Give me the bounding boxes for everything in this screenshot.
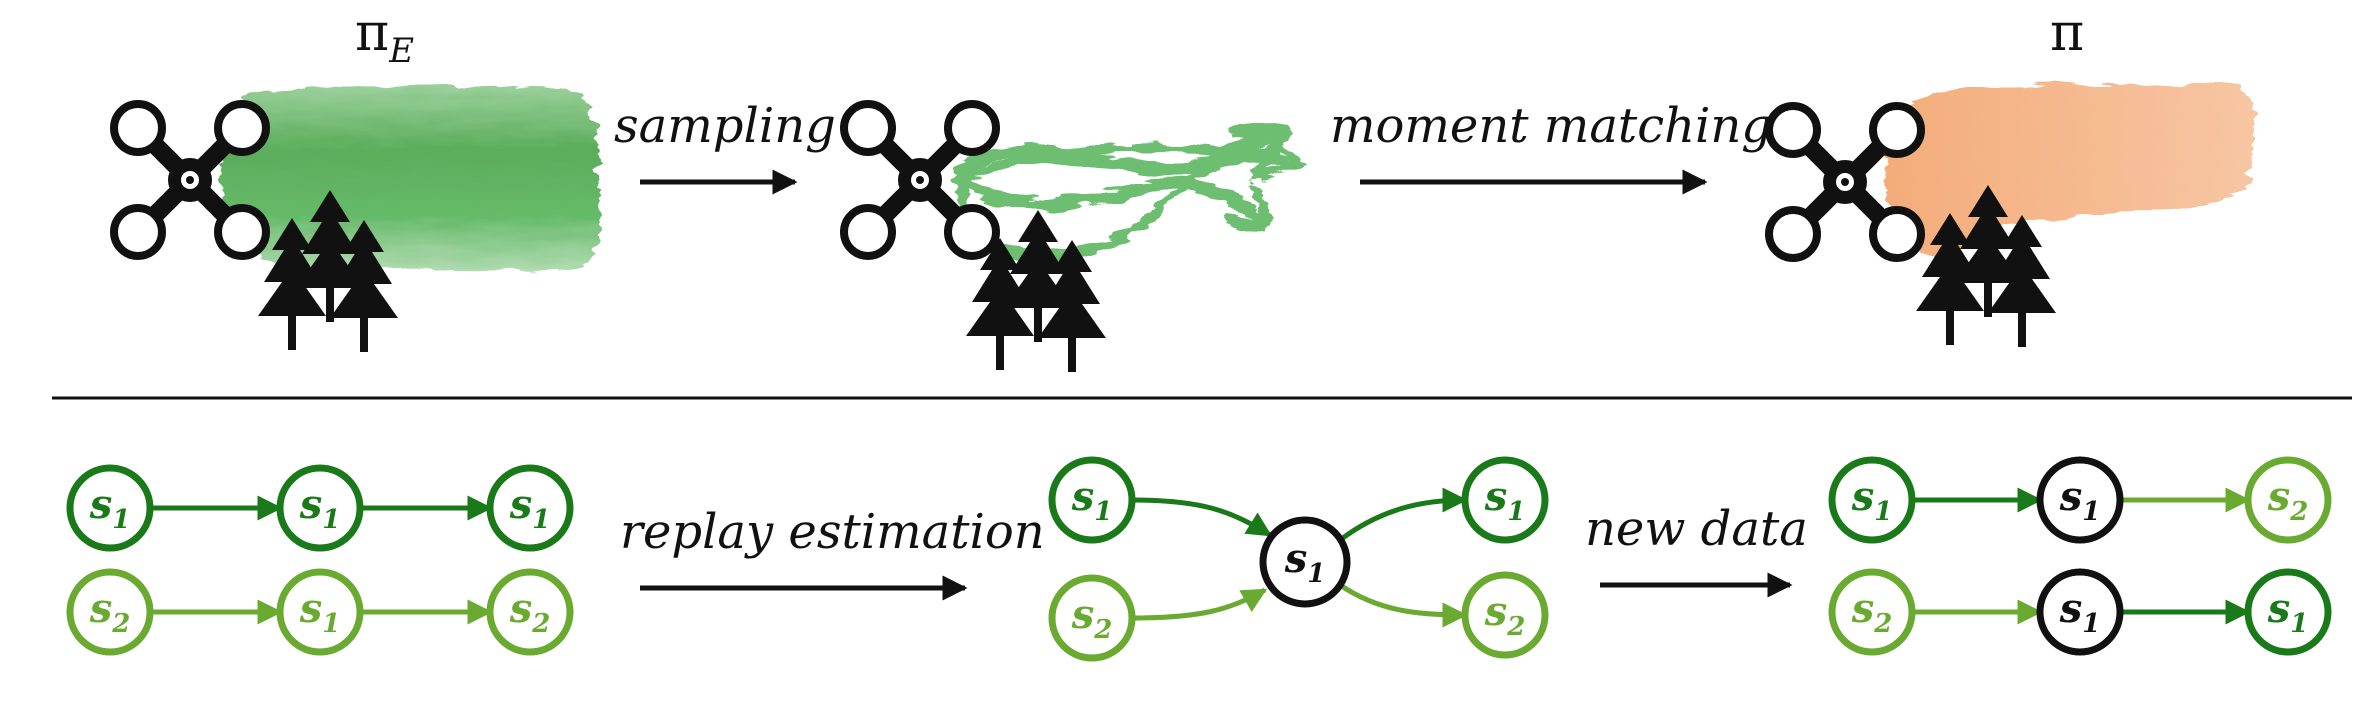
merged-state-node: s1 — [2036, 456, 2124, 544]
state-node: s1 — [2244, 568, 2332, 656]
svg-text:s1: s1 — [2267, 585, 2309, 639]
state-node: s1 — [276, 568, 364, 656]
svg-text:s1: s1 — [89, 481, 131, 535]
replay-estimation-label: replay estimation — [620, 504, 1045, 560]
svg-text:s2: s2 — [509, 585, 551, 639]
merged-graph-edges — [1131, 487, 1468, 628]
svg-text:s1: s1 — [299, 481, 341, 535]
svg-text:s2: s2 — [1851, 585, 1893, 639]
state-node: s1 — [1828, 456, 1916, 544]
svg-text:s2: s2 — [1071, 591, 1113, 645]
state-node: s2 — [1828, 568, 1916, 656]
state-node: s2 — [2244, 456, 2332, 544]
svg-text:s1: s1 — [509, 481, 551, 535]
svg-text:s2: s2 — [1484, 588, 1526, 642]
state-node: s1 — [1461, 456, 1549, 544]
merged-state-node: s1 — [2036, 568, 2124, 656]
learner-policy-label: π — [2050, 3, 2084, 63]
state-node: s1 — [486, 464, 574, 552]
svg-text:s1: s1 — [1071, 473, 1113, 527]
merged-state-node: s1 — [1259, 516, 1351, 608]
svg-text:s1: s1 — [1284, 535, 1326, 589]
svg-text:s1: s1 — [2059, 473, 2101, 527]
state-node: s2 — [1048, 574, 1136, 662]
svg-text:s1: s1 — [1484, 473, 1526, 527]
new-data-label: new data — [1585, 501, 1808, 557]
svg-text:s1: s1 — [2059, 585, 2101, 639]
svg-text:s1: s1 — [299, 585, 341, 639]
state-node: s2 — [486, 568, 574, 656]
svg-text:s1: s1 — [1851, 473, 1893, 527]
moment-matching-label: moment matching — [1330, 98, 1772, 154]
new-chains — [1912, 487, 2251, 625]
state-node: s1 — [1048, 456, 1136, 544]
state-node: s2 — [66, 568, 154, 656]
expert-trajectory-wash — [219, 84, 601, 272]
state-node: s2 — [1461, 571, 1549, 659]
sampling-label: sampling — [614, 98, 836, 154]
state-node: s1 — [276, 464, 364, 552]
expert-policy-label: πE — [355, 3, 414, 71]
original-chains — [152, 495, 493, 625]
svg-text:s2: s2 — [2267, 473, 2309, 527]
svg-text:s2: s2 — [89, 585, 131, 639]
sampled-trajectories — [953, 134, 1295, 262]
state-node: s1 — [66, 464, 154, 552]
